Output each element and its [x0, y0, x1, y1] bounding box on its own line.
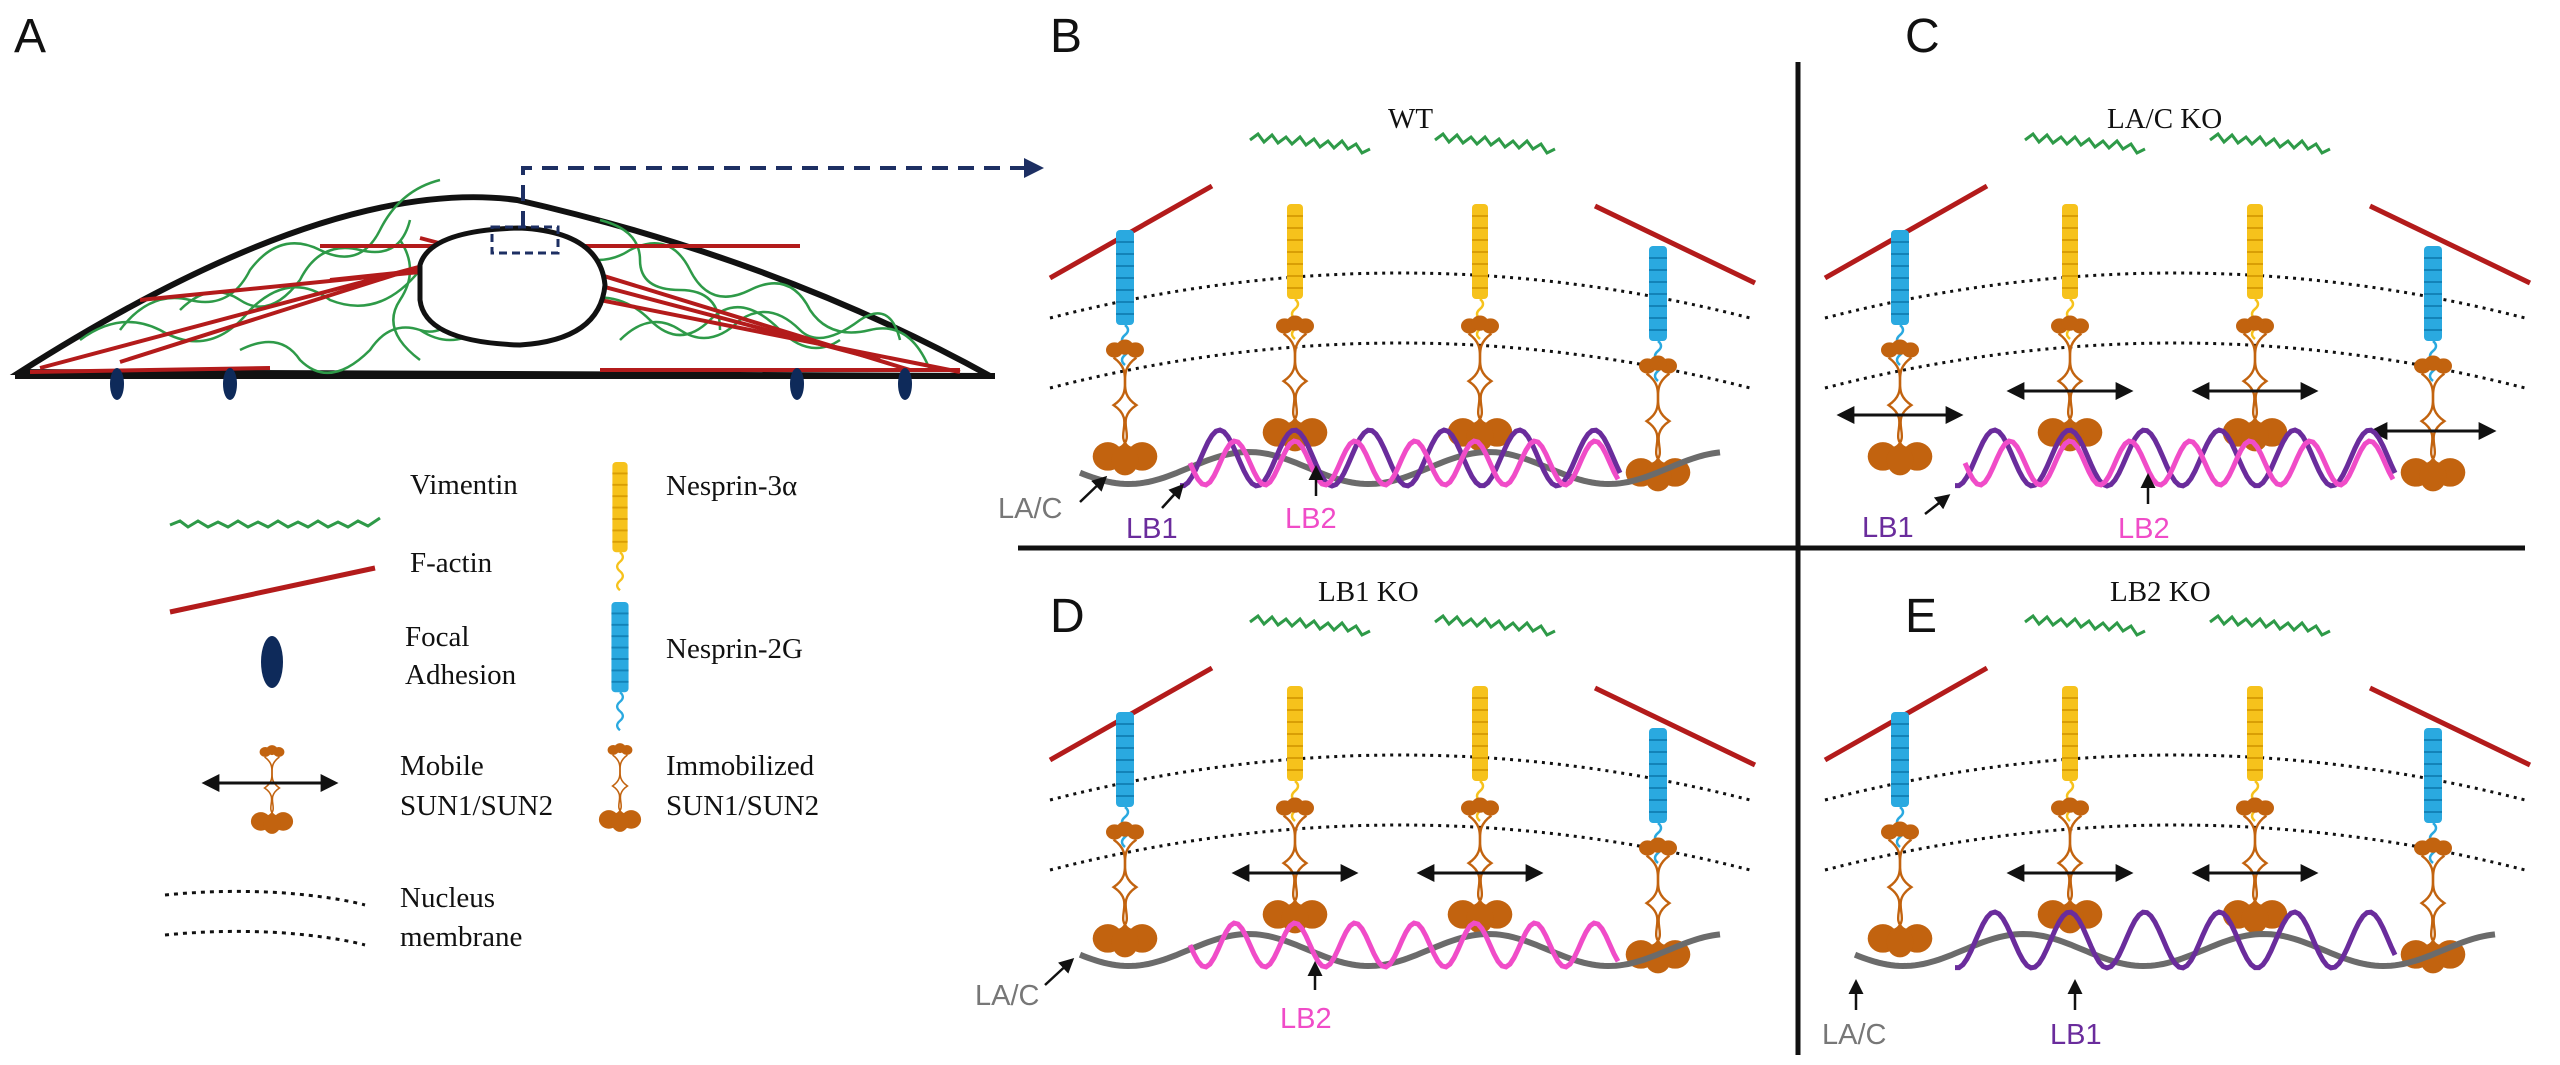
panel-letter-e: E: [1905, 590, 1937, 643]
immobilized-sun-legend-icon: [598, 742, 642, 833]
focal-adhesion: [110, 368, 124, 400]
lamin-b1-filament: [1180, 427, 1623, 489]
focal-adhesion: [898, 368, 912, 400]
lamin-ac-filament: [1078, 930, 1721, 970]
legend-mobile-1: Mobile: [400, 750, 484, 782]
zoom-arrow: [521, 158, 1044, 227]
legend-nesprin2g: Nesprin-2G: [666, 633, 803, 665]
label-lb1: LB1: [1126, 513, 1178, 545]
label-pointer-arrow: [1161, 483, 1185, 509]
cell-diagram: [9, 158, 1044, 400]
vimentin-legend-icon: [169, 516, 381, 529]
label-lb2: LB2: [2118, 513, 2170, 545]
outer-nuclear-membrane: [1824, 753, 2526, 802]
membrane-legend-icon: [164, 889, 366, 907]
vimentin-filament: [1434, 613, 1556, 637]
vimentin-filament: [2209, 613, 2331, 637]
label-lb2: LB2: [1280, 1003, 1332, 1035]
vimentin-filament: [2209, 131, 2331, 155]
mobile-sun-icon: [2399, 354, 2467, 493]
outer-nuclear-membrane: [1049, 271, 1751, 320]
immobilized-sun-icon: [1866, 820, 1934, 959]
inner-nuclear-membrane: [1824, 823, 2526, 872]
legend-immobilized-1: Immobilized: [666, 750, 815, 782]
legend-focal-adhesion-1: Focal: [405, 621, 469, 653]
label-lac: LA/C: [998, 493, 1062, 525]
inner-nuclear-membrane: [1049, 823, 1751, 872]
lamin-b1-filament: [1955, 427, 2398, 489]
label-pointer-arrow: [1044, 957, 1075, 986]
lamin-b1-filament: [1955, 909, 2398, 971]
legend-membrane-2: membrane: [400, 921, 522, 953]
panel-e-lb2-ko: LA/C LB1: [1822, 613, 2532, 1051]
factin-filament: [2368, 203, 2532, 286]
legend-focal-adhesion-2: Adhesion: [405, 659, 517, 691]
panel-title-c: LA/C KO: [2107, 103, 2222, 135]
label-lac: LA/C: [975, 980, 1039, 1012]
immobilized-sun-icon: [1446, 314, 1514, 453]
membrane-legend-icon-2: [164, 929, 366, 947]
outer-nuclear-membrane: [1824, 271, 2526, 320]
label-pointer-arrow: [1924, 494, 1951, 515]
legend-mobile-2: SUN1/SUN2: [400, 790, 553, 822]
panel-title-b: WT: [1388, 103, 1433, 135]
focal-adhesion: [790, 368, 804, 400]
vimentin-filament: [1249, 131, 1371, 155]
lamin-b2-filament: [1962, 438, 2396, 488]
legend: Vimentin F-actin Focal Adhesion Mobile S…: [164, 460, 819, 953]
legend-factin: F-actin: [410, 547, 493, 579]
mobile-sun-icon: [1261, 796, 1329, 935]
label-lac: LA/C: [1822, 1019, 1886, 1051]
outer-nuclear-membrane: [1049, 753, 1751, 802]
vimentin-filament: [2024, 131, 2146, 155]
vimentin-filament: [2024, 613, 2146, 637]
legend-membrane-1: Nucleus: [400, 882, 495, 914]
label-lb1: LB1: [2050, 1019, 2102, 1051]
panel-letter-a: A: [14, 10, 46, 63]
lamin-b2-filament: [1187, 438, 1621, 488]
focal-adhesion-legend-icon: [261, 636, 283, 688]
vimentin-filament: [1249, 613, 1371, 637]
legend-vimentin: Vimentin: [410, 469, 518, 501]
nesprin2g-legend-icon: [610, 600, 630, 732]
panel-c-lac-ko: LB1 LB2: [1823, 131, 2532, 545]
mobile-sun-icon: [1866, 338, 1934, 477]
mobile-sun-icon: [2221, 314, 2289, 453]
immobilized-sun-icon: [1091, 338, 1159, 477]
mobile-sun-legend-icon: [250, 744, 294, 835]
lamin-b2-filament: [1187, 920, 1621, 970]
legend-immobilized-2: SUN1/SUN2: [666, 790, 819, 822]
panel-letter-c: C: [1905, 10, 1940, 63]
focal-adhesion: [223, 368, 237, 400]
mobile-sun-icon: [2221, 796, 2289, 935]
panel-title-e: LB2 KO: [2110, 576, 2211, 608]
factin-filament: [2368, 685, 2532, 768]
label-pointer-arrow: [1079, 475, 1108, 503]
vimentin-filament: [1434, 131, 1556, 155]
factin-filament: [1593, 685, 1757, 768]
panel-title-d: LB1 KO: [1318, 576, 1419, 608]
panel-letter-b: B: [1050, 10, 1082, 63]
immobilized-sun-icon: [1091, 820, 1159, 959]
label-lb1: LB1: [1862, 512, 1914, 544]
panel-d-lb1-ko: LA/C LB2: [975, 613, 1757, 1035]
mobile-sun-icon: [1446, 796, 1514, 935]
panel-b-wt: LA/C LB1 LB2: [998, 131, 1757, 545]
inner-nuclear-membrane: [1824, 341, 2526, 390]
nesprin3a-legend-icon: [611, 460, 629, 592]
inner-nuclear-membrane: [1049, 341, 1751, 390]
factin-filament: [1593, 203, 1757, 286]
nucleus: [417, 225, 608, 348]
factin-legend-icon: [169, 565, 376, 615]
panel-letter-d: D: [1050, 590, 1085, 643]
label-lb2: LB2: [1285, 503, 1337, 535]
legend-nesprin3a: Nesprin-3α: [666, 470, 797, 502]
